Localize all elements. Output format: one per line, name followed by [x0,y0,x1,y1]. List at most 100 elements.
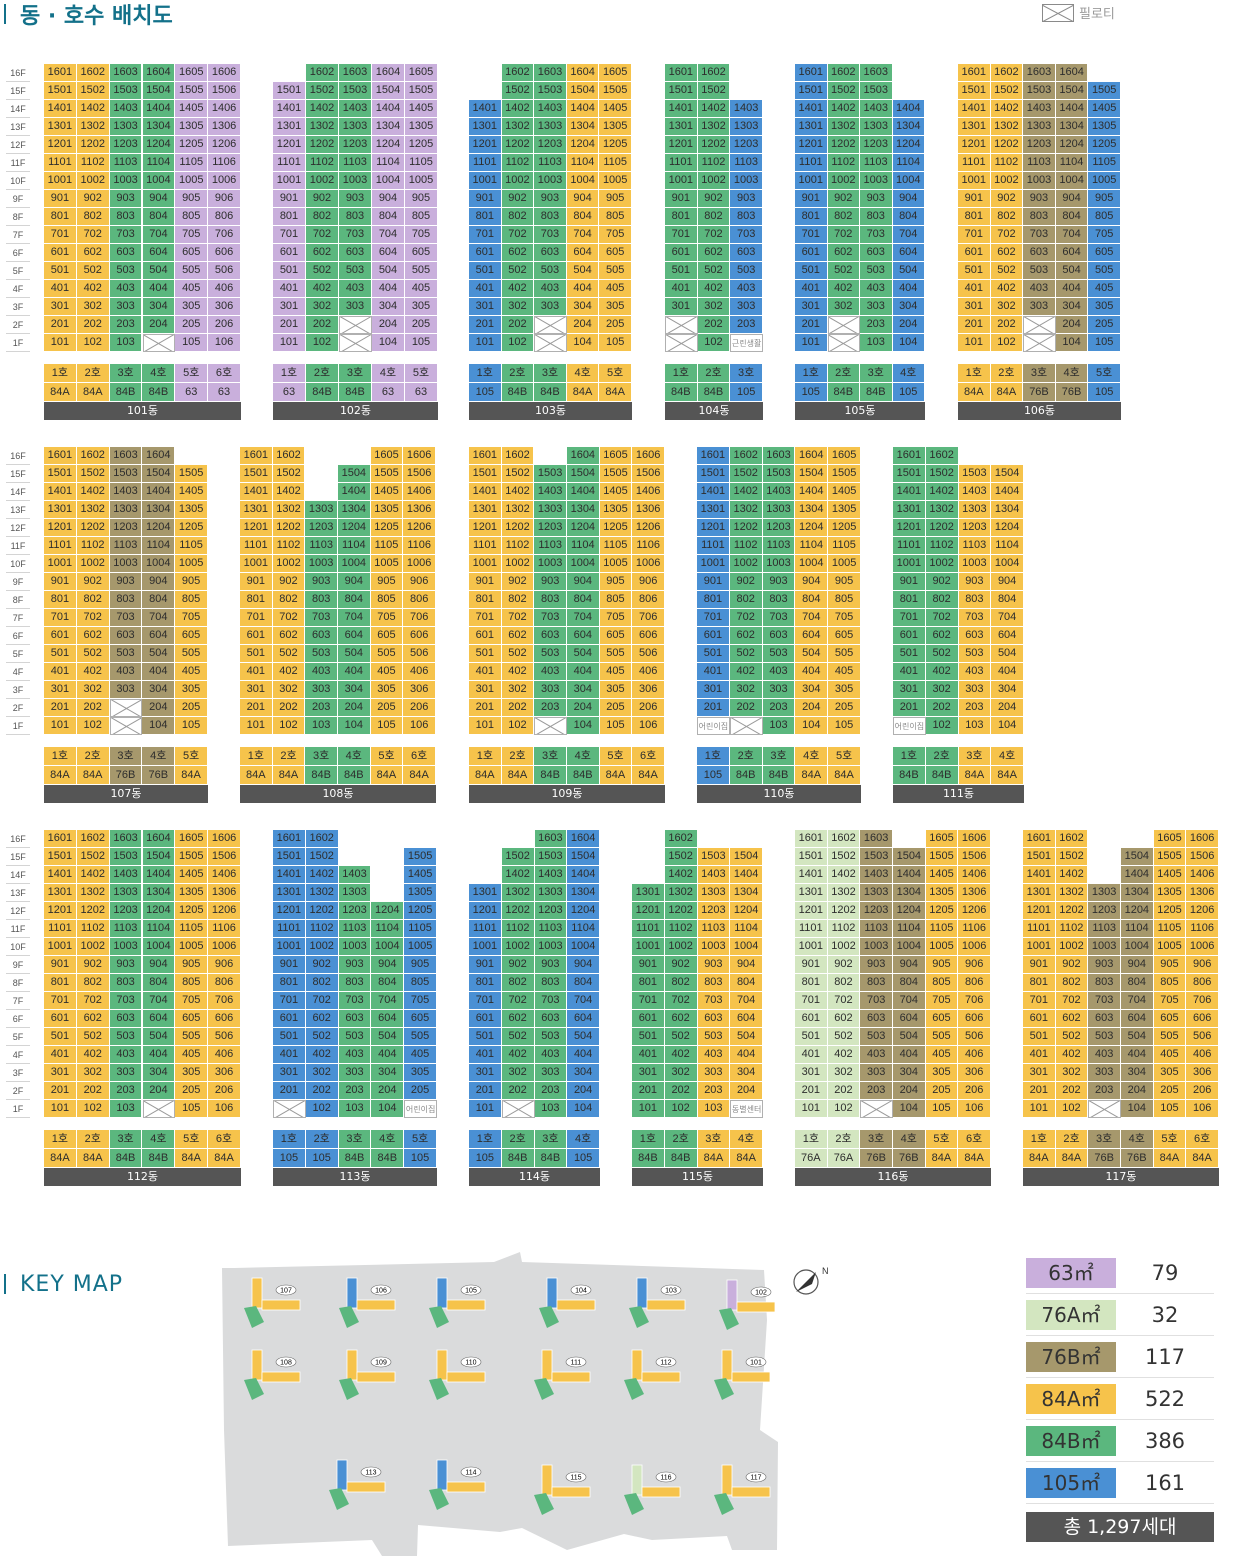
unit-cell[interactable]: 1206 [208,136,241,154]
unit-cell[interactable]: 402 [501,1046,535,1064]
unit-cell[interactable]: 504 [566,262,600,280]
unit-cell[interactable]: 1302 [305,884,339,902]
unit-cell[interactable]: 101 [44,1100,77,1118]
unit-cell[interactable]: 402 [827,1046,861,1064]
unit-cell[interactable]: 1103 [860,920,893,938]
unit-cell[interactable]: 901 [469,956,502,974]
unit-cell[interactable]: 905 [599,190,632,208]
unit-cell[interactable]: 105 [175,717,208,735]
unit-cell[interactable]: 1304 [893,884,926,902]
unit-cell[interactable]: 1102 [925,537,959,555]
unit-cell[interactable]: 1003 [534,555,567,573]
unit-cell[interactable]: 205 [175,699,208,717]
unit-cell[interactable]: 303 [534,298,567,316]
unit-cell[interactable]: 101 [469,717,502,735]
unit-cell[interactable]: 905 [405,190,438,208]
unit-cell[interactable]: 604 [1121,1010,1154,1028]
unit-cell[interactable]: 403 [534,1046,568,1064]
unit-cell[interactable]: 304 [142,681,176,699]
unit-cell[interactable]: 205 [175,1082,209,1100]
unit-cell[interactable]: 604 [991,627,1024,645]
unit-cell[interactable]: 903 [860,190,893,208]
unit-cell[interactable]: 404 [1055,280,1089,298]
unit-cell[interactable]: 1003 [1088,938,1121,956]
unit-cell[interactable]: 305 [828,681,861,699]
unit-cell[interactable]: 705 [405,226,438,244]
unit-cell[interactable]: 1106 [1186,920,1219,938]
unit-cell[interactable]: 206 [403,699,436,717]
unit-cell[interactable]: 901 [665,190,698,208]
unit-cell[interactable]: 202 [76,1082,110,1100]
unit-cell[interactable]: 902 [697,190,731,208]
unit-cell[interactable]: 901 [273,190,306,208]
unit-cell[interactable]: 1604 [1055,64,1089,82]
unit-cell[interactable]: 401 [632,1046,665,1064]
unit-cell[interactable]: 303 [697,1064,731,1082]
unit-cell[interactable]: 1403 [860,866,893,884]
unit-cell[interactable]: 1501 [665,82,698,100]
unit-cell[interactable]: 1505 [175,848,209,866]
unit-cell[interactable]: 601 [469,627,502,645]
unit-cell[interactable]: 1301 [469,884,502,902]
unit-cell[interactable]: 1405 [175,483,208,501]
unit-cell[interactable]: 501 [273,1028,306,1046]
unit-cell[interactable]: 903 [958,573,992,591]
unit-cell[interactable]: 1402 [1055,866,1089,884]
unit-cell[interactable]: 105 [175,1100,209,1118]
unit-cell[interactable]: 1603 [534,830,568,848]
unit-cell[interactable]: 1602 [990,64,1024,82]
unit-cell[interactable]: 1401 [469,100,502,118]
unit-cell[interactable]: 303 [730,298,763,316]
unit-cell[interactable]: 504 [142,262,176,280]
unit-cell[interactable]: 906 [1186,956,1219,974]
unit-cell[interactable]: 105 [405,334,438,352]
unit-cell[interactable]: 506 [958,1028,991,1046]
unit-cell[interactable]: 1104 [371,920,405,938]
unit-cell[interactable]: 302 [501,298,535,316]
unit-cell[interactable]: 903 [109,956,143,974]
unit-cell[interactable]: 1004 [567,555,600,573]
unit-cell[interactable]: 503 [958,645,992,663]
unit-cell[interactable]: 1601 [665,64,698,82]
unit-cell[interactable]: 304 [730,1064,763,1082]
unit-cell[interactable]: 105 [925,1100,959,1118]
unit-cell[interactable]: 1106 [958,920,991,938]
unit-cell[interactable]: 902 [501,190,535,208]
unit-cell[interactable]: 902 [729,573,763,591]
unit-cell[interactable]: 402 [827,280,860,298]
unit-cell[interactable]: 301 [1023,1064,1056,1082]
unit-cell[interactable]: 501 [469,1028,502,1046]
unit-cell[interactable]: 301 [44,681,77,699]
unit-cell[interactable]: 501 [44,645,77,663]
unit-cell[interactable]: 1204 [567,519,600,537]
unit-cell[interactable]: 1102 [501,537,535,555]
unit-cell[interactable]: 202 [664,1082,698,1100]
unit-cell[interactable]: 702 [501,992,535,1010]
unit-cell[interactable]: 403 [1088,1046,1121,1064]
unit-cell[interactable]: 803 [1088,974,1121,992]
unit-cell[interactable]: 1501 [893,465,926,483]
unit-cell[interactable]: 306 [958,1064,991,1082]
unit-cell[interactable]: 502 [76,262,110,280]
unit-cell[interactable]: 201 [240,699,273,717]
unit-cell[interactable]: 1003 [109,938,143,956]
unit-cell[interactable]: 703 [860,992,893,1010]
unit-cell[interactable]: 204 [893,1082,926,1100]
unit-cell[interactable]: 502 [501,645,535,663]
unit-cell[interactable]: 601 [240,627,273,645]
unit-cell[interactable]: 803 [338,974,372,992]
unit-cell[interactable]: 1404 [892,100,925,118]
unit-cell[interactable]: 1102 [1055,920,1089,938]
unit-cell[interactable]: 1201 [469,136,502,154]
unit-cell[interactable]: 701 [273,226,306,244]
unit-cell[interactable]: 1003 [109,555,143,573]
unit-cell[interactable]: 602 [925,627,959,645]
unit-cell[interactable]: 1601 [469,447,502,465]
unit-cell[interactable]: 1504 [142,848,176,866]
unit-cell[interactable]: 305 [175,681,208,699]
unit-cell[interactable]: 103 [338,1100,372,1118]
unit-cell[interactable]: 205 [599,699,633,717]
unit-cell[interactable]: 605 [599,627,633,645]
unit-cell[interactable]: 1201 [273,136,306,154]
unit-cell[interactable]: 201 [469,1082,502,1100]
